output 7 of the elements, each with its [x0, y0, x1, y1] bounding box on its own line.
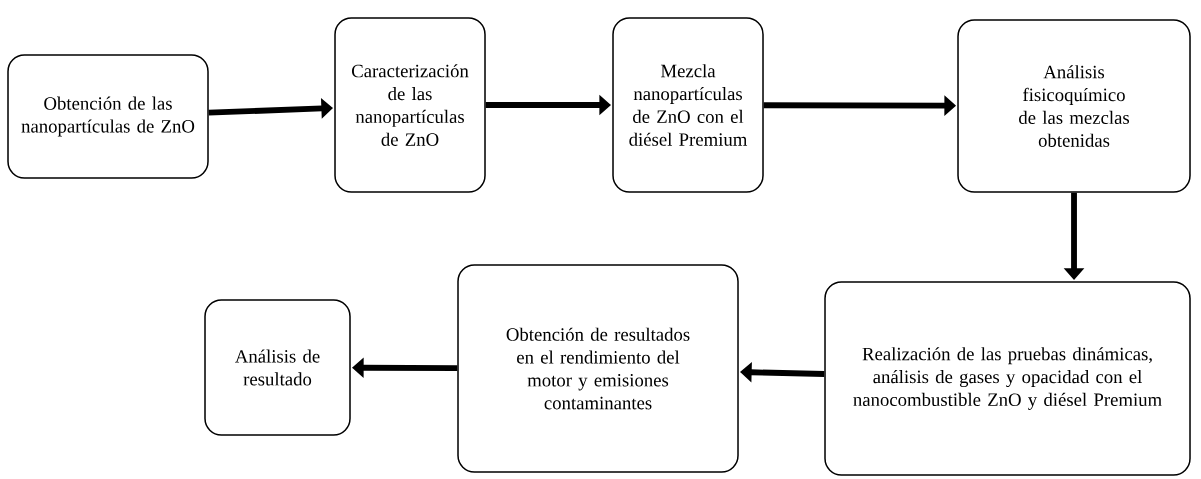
process-box: Realización de las pruebas dinámicas, análisis de gases y opacidad con el nanocombustible ZnO y diésel Premium: [824, 281, 1191, 476]
process-box: Obtención de las nanopartículas de ZnO: [7, 54, 209, 179]
process-box: Análisis de resultado: [204, 299, 351, 436]
process-box: Obtención de resultados en el rendimiento del motor y emisiones contaminantes: [457, 264, 739, 473]
process-box: Mezcla nanopartículas de ZnO con el diésel Premium: [612, 17, 764, 193]
process-box: Análisis fisicoquímico de las mezclas obtenidas: [957, 19, 1191, 193]
process-box: Caracterización de las nanopartículas de ZnO: [334, 17, 486, 193]
